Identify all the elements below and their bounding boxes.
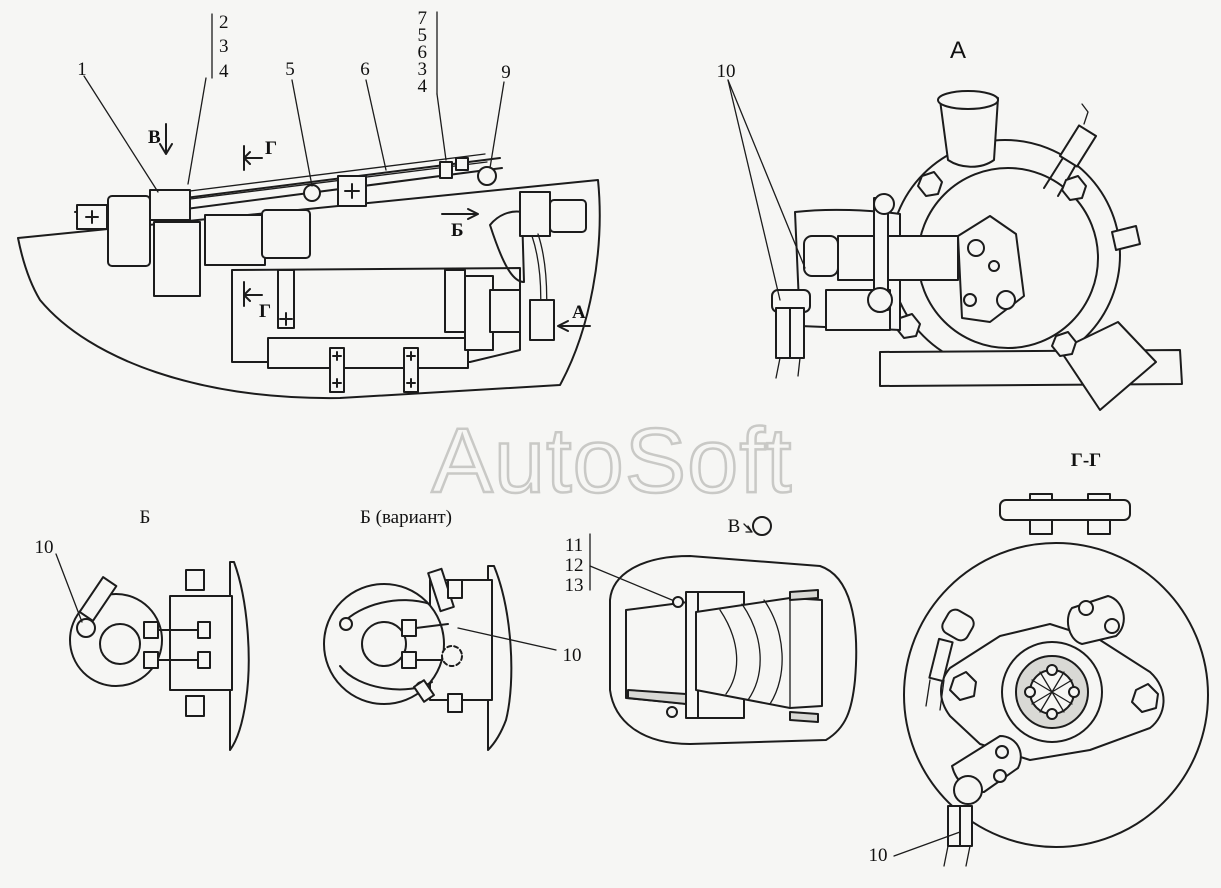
main-view-annotations	[83, 11, 591, 332]
view-arrow-g-top: Г	[265, 138, 277, 159]
view-v-callout-11: 11	[565, 535, 583, 556]
callout-4b: 4	[418, 76, 428, 97]
view-arrow-b: Б	[451, 220, 464, 241]
view-arrow-g-bottom: Г	[259, 301, 271, 322]
callout-5: 5	[285, 59, 295, 80]
callout-2: 2	[219, 12, 229, 33]
view-v-callout-12: 12	[565, 555, 584, 576]
view-b-variant-title: Б (вариант)	[360, 507, 452, 528]
view-b-variant	[323, 565, 557, 751]
watermark: AutoSoft	[432, 410, 793, 512]
main-view	[17, 153, 601, 400]
view-v-title: В	[728, 516, 741, 537]
view-b-variant-callout-10: 10	[563, 645, 582, 666]
view-v	[589, 516, 858, 745]
section-g-callout-10: 10	[869, 845, 888, 866]
section-g-title: Г-Г	[1071, 450, 1102, 471]
callout-9: 9	[501, 62, 511, 83]
section-g	[893, 493, 1209, 867]
callout-6b: 6	[418, 42, 428, 63]
view-arrow-v: В	[148, 127, 161, 148]
view-a-callout-10: 10	[717, 61, 736, 82]
callout-3b: 3	[418, 59, 428, 80]
view-a	[727, 79, 1183, 411]
view-b-title: Б	[140, 507, 151, 528]
view-b-callout-10: 10	[35, 537, 54, 558]
view-a-title: А	[950, 37, 966, 64]
callout-4: 4	[219, 61, 229, 82]
callout-6: 6	[360, 59, 370, 80]
callout-5b: 5	[418, 25, 428, 46]
callout-7: 7	[418, 8, 428, 29]
callout-1: 1	[77, 59, 87, 80]
main-view-labels: 1 2 3 4 5 6 7 5 6 3 4 9 В Г Б Г А	[77, 8, 586, 323]
view-v-callout-13: 13	[565, 575, 584, 596]
callout-3: 3	[219, 36, 229, 57]
view-arrow-a: А	[572, 302, 586, 323]
view-b	[55, 553, 250, 751]
